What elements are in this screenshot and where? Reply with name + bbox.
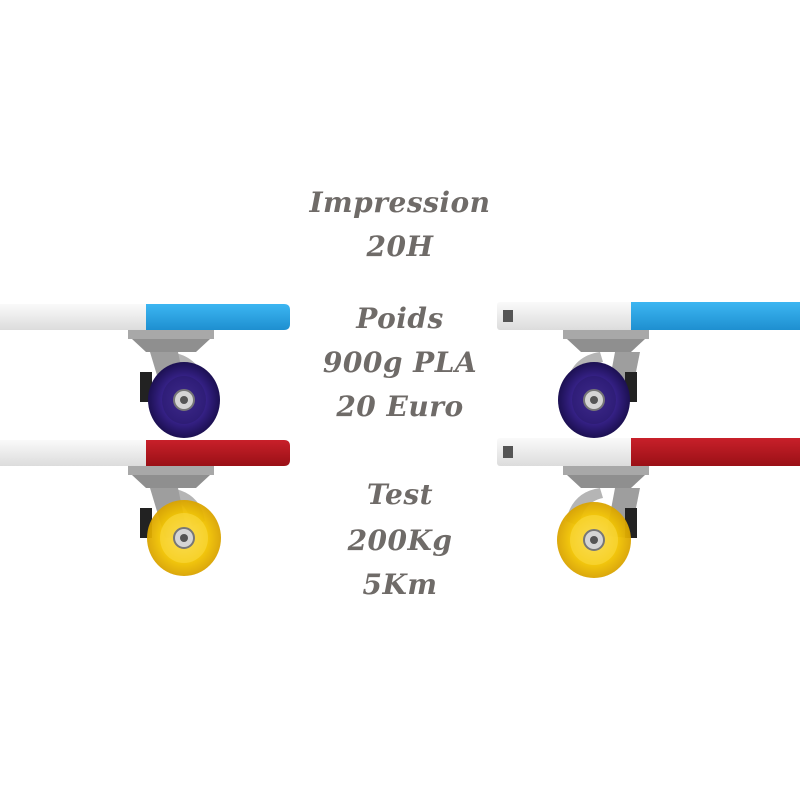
board-top-right <box>497 302 800 438</box>
deck-white-section <box>497 302 635 330</box>
test-distance: 5Km <box>362 568 438 601</box>
deck-red-section <box>146 440 290 466</box>
deck-blue-section <box>631 302 800 330</box>
deck-red-section <box>631 438 800 466</box>
wheel-purple <box>148 362 220 438</box>
deck-bolt <box>503 310 513 322</box>
impression-title: Impression <box>309 186 491 219</box>
deck-white-section <box>497 438 635 466</box>
wheel-yellow <box>147 500 221 576</box>
board-top-left <box>0 304 290 438</box>
wheel-purple <box>558 362 630 438</box>
test-title: Test <box>366 478 434 511</box>
poids-title: Poids <box>356 302 444 335</box>
wheel-yellow <box>557 502 631 578</box>
board-bottom-right <box>497 438 800 578</box>
deck-blue-section <box>146 304 290 330</box>
poids-weight: 900g PLA <box>322 346 478 379</box>
deck-white-section <box>0 304 150 330</box>
deck-bolt <box>503 446 513 458</box>
board-bottom-left <box>0 440 290 576</box>
poids-price: 20 Euro <box>336 390 464 423</box>
deck-white-section <box>0 440 150 466</box>
impression-value: 20H <box>366 230 434 263</box>
test-load: 200Kg <box>347 524 453 557</box>
